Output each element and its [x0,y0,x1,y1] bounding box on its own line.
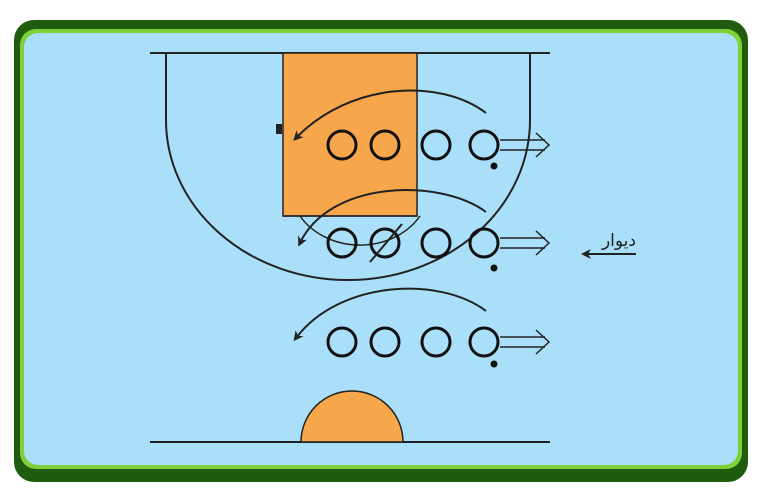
ball-icon [490,264,498,272]
move-right-arrow [500,230,551,256]
player-marker [468,227,500,259]
three-point-line [165,53,531,281]
wall-label: دیوار [601,231,636,251]
rotation-arrow [298,189,487,247]
player-marker [369,227,401,259]
player-row-top [293,89,551,170]
move-right-arrow [500,132,551,158]
player-marker [420,227,452,259]
rotation-arrow [293,89,487,141]
player-row-bottom [293,287,551,368]
player-row-middle [298,189,551,272]
player-marker [326,129,358,161]
player-marker [326,326,358,358]
player-marker [468,326,500,358]
ball-icon [490,162,498,170]
player-marker [420,129,452,161]
player-marker [468,129,500,161]
player-marker [369,129,401,161]
cut-line [369,223,403,263]
move-right-arrow [500,329,551,355]
free-throw-arc [299,215,421,246]
rotation-arrow [293,287,487,342]
lane-mark [276,124,282,134]
player-marker [420,326,452,358]
player-marker [369,326,401,358]
center-circle [300,390,404,443]
ball-icon [490,360,498,368]
player-marker [326,227,358,259]
